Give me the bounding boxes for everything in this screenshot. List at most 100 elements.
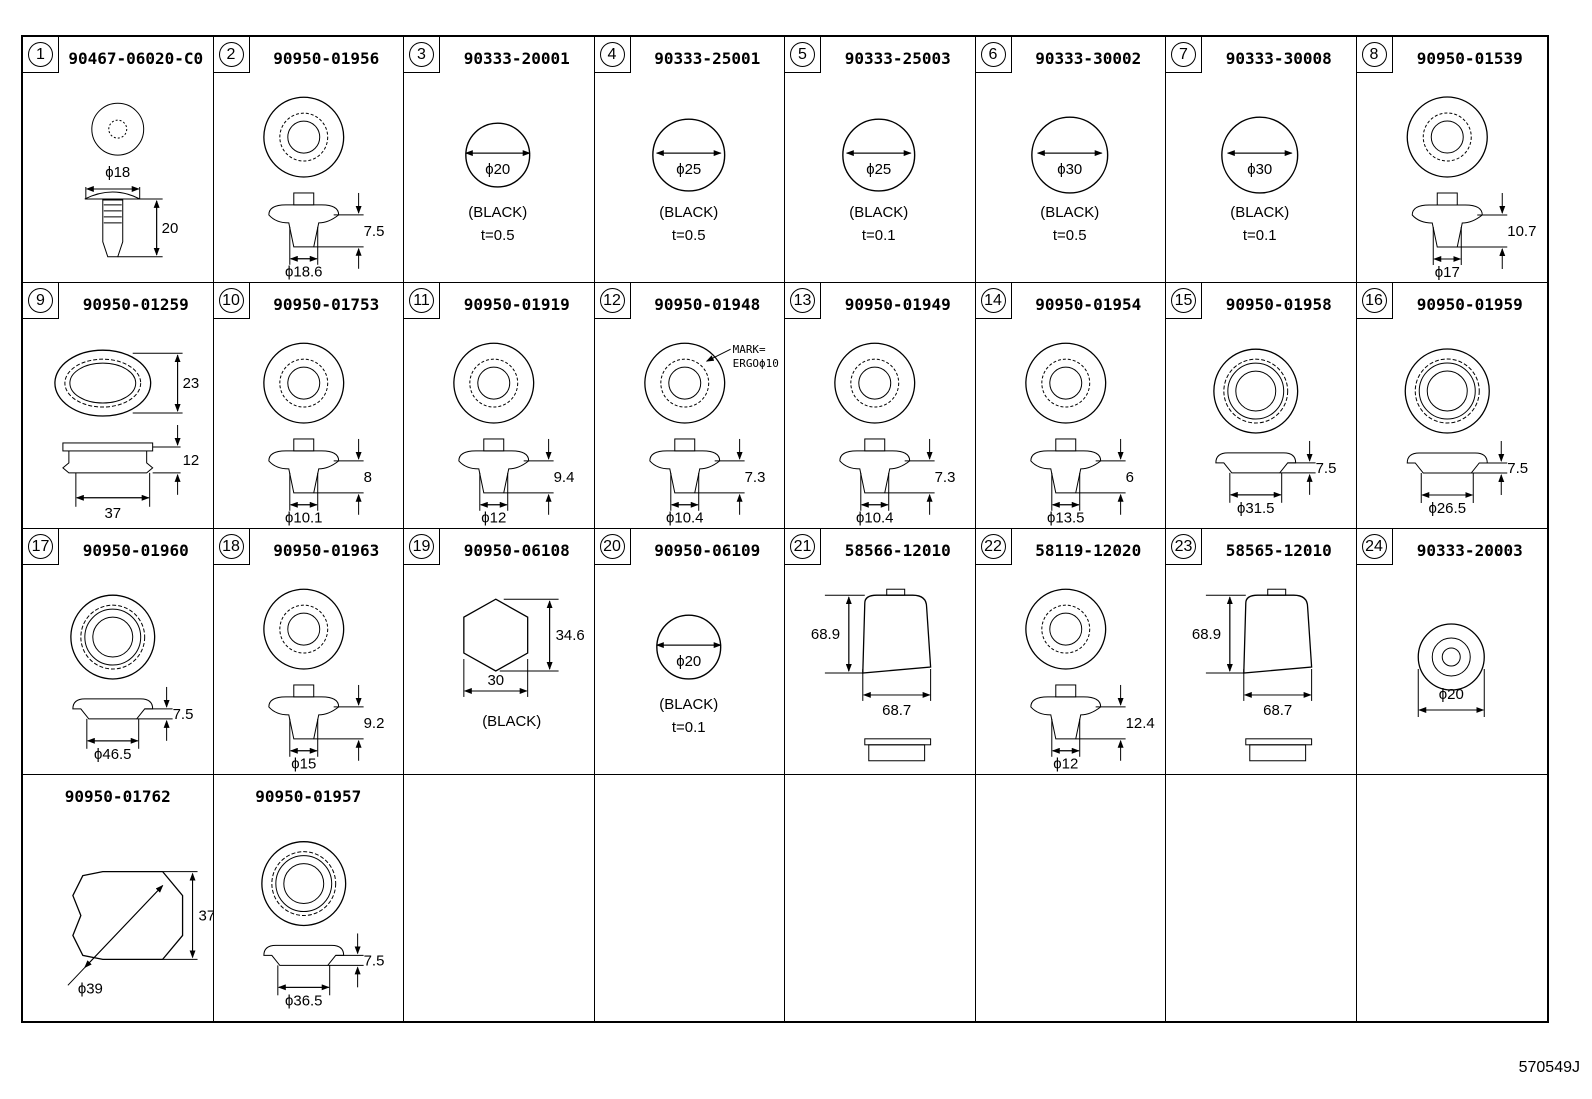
dim-height: 9.4 [554,469,575,486]
part-index-number: 23 [1171,534,1196,559]
part-number: 90950-01954 [1035,295,1142,314]
part-drawing-tape-circle: ϕ20 (BLACK) t=0.1 [595,569,785,774]
dim-diameter: ϕ20 [485,161,510,178]
dim-height: 7.5 [1316,460,1337,477]
reference-code: 570549J [1518,1059,1580,1076]
dim-height: 9.2 [363,715,384,732]
part-drawing-washer: ϕ20 [1357,569,1548,774]
part-drawing-oval-grommet: 23 12 37 [23,323,213,528]
color-note: (BLACK) [659,696,718,713]
part-index-number: 16 [1361,288,1387,313]
part-number: 90333-20003 [1416,541,1523,560]
part-index-badge: 20 [594,529,631,565]
part-index-badge: 8 [1356,37,1393,73]
part-drawing-tape-circle: ϕ20 (BLACK) t=0.5 [404,77,594,282]
part-drawing-plug: 9.2 ϕ15 [214,569,404,774]
dim-diameter: ϕ10.4 [856,510,893,527]
dim-height: 7.3 [935,469,956,486]
part-index-number: 15 [1171,288,1196,313]
part-number: 90950-01963 [273,541,380,560]
part-index-badge: 22 [975,529,1012,565]
part-index-number: 7 [1171,42,1196,67]
part-number: 90950-01956 [273,49,380,68]
part-index-badge: 1 [23,37,59,73]
color-note: (BLACK) [468,204,527,221]
dim-height: 12.4 [1125,715,1154,732]
part-index-number: 20 [599,534,625,559]
part-index-badge: 2 [213,37,250,73]
part-index-number: 9 [28,288,53,313]
part-index-badge: 21 [785,529,821,565]
part-cell: 90950-01762 37 ϕ39 [23,775,214,1021]
part-drawing-tape-circle: ϕ30 (BLACK) t=0.5 [976,77,1166,282]
part-number: 90333-20001 [463,49,570,68]
part-number: 90950-01259 [82,295,189,314]
part-number: 90333-30008 [1225,49,1332,68]
dim-height: 7.5 [363,952,384,969]
part-index-badge: 24 [1356,529,1393,565]
part-index-badge: 5 [785,37,821,73]
part-index-badge: 7 [1166,37,1202,73]
svg-text:68.9: 68.9 [811,626,840,643]
part-index-number: 14 [980,288,1006,313]
part-drawing-plug: 8 ϕ10.1 [214,323,404,528]
part-index-number: 11 [409,288,434,313]
part-number: 90950-01753 [273,295,380,314]
mark-note: ERGOϕ10 [732,357,778,370]
mark-note: MARK= [732,343,765,356]
dim-height: 7.5 [173,706,194,723]
part-index-badge: 15 [1166,283,1202,319]
dim-diameter: ϕ13.5 [1047,510,1084,527]
part-drawing-flat-plug: 7.5 ϕ46.5 [23,569,213,774]
part-drawing-tape-circle: ϕ25 (BLACK) t=0.1 [785,77,975,282]
part-number: 90950-01958 [1225,295,1332,314]
part-index-number: 18 [218,534,244,559]
part-index-number: 19 [409,534,434,559]
part-number: 58565-12010 [1225,541,1332,560]
part-number: 90950-01762 [64,787,171,806]
part-drawing-split-grommet: 37 ϕ39 [23,815,213,1021]
dim-diameter: ϕ20 [1438,686,1463,703]
svg-text:23: 23 [183,375,200,392]
empty-cell [976,775,1166,1021]
dim-diameter: ϕ10.1 [285,510,322,527]
thickness-note: t=0.5 [1052,227,1086,244]
dim-diameter: 68.7 [882,702,911,719]
thickness-note: t=0.1 [671,719,705,736]
part-index-badge: 4 [594,37,631,73]
part-index-badge: 17 [23,529,59,565]
svg-text:(BLACK): (BLACK) [482,713,541,730]
part-cell: 24 90333-20003 ϕ20 [1356,529,1548,775]
dim-diameter: ϕ39 [78,980,103,997]
dim-diameter: ϕ25 [866,161,891,178]
part-index-number: 8 [1361,42,1387,67]
dim-height: 12 [183,452,200,469]
svg-text:68.9: 68.9 [1192,626,1221,643]
color-note: (BLACK) [1040,204,1099,221]
part-index-badge: 16 [1356,283,1393,319]
empty-cell [404,775,595,1021]
part-number: 90333-25003 [844,49,951,68]
part-index-number: 22 [980,534,1006,559]
part-index-number: 2 [218,42,244,67]
part-number: 58119-12020 [1035,541,1142,560]
part-cell: 9 90950-01259 23 12 37 [23,283,214,529]
dim-diameter: 37 [104,505,121,522]
svg-text:20: 20 [162,220,179,237]
dim-height: 8 [363,469,371,486]
dim-diameter: ϕ20 [676,653,701,670]
empty-cell [1357,775,1548,1021]
part-drawing-plug: 7.5 ϕ18.6 [214,77,404,282]
thickness-note: t=0.5 [481,227,515,244]
dim-diameter: 68.7 [1263,702,1292,719]
